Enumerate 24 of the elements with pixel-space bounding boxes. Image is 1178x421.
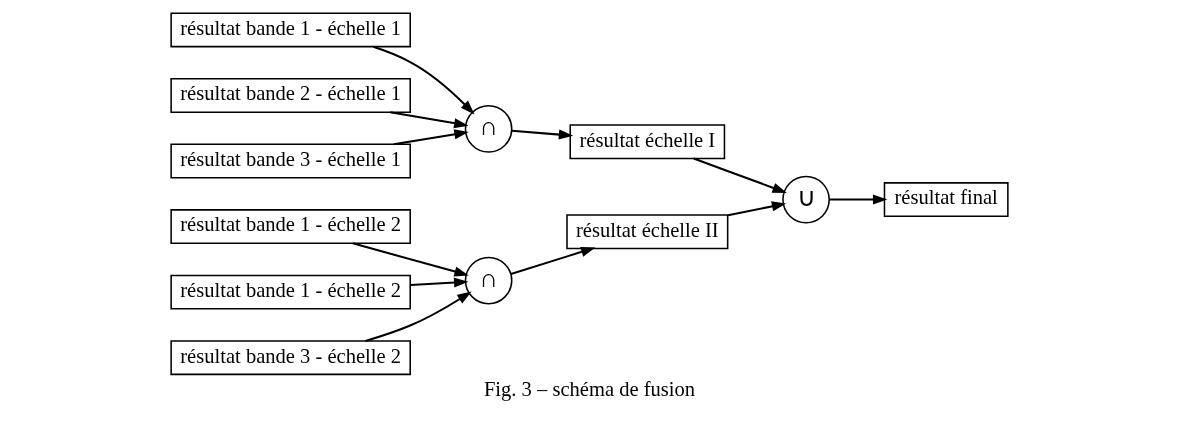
node-circle: ∩ (464, 105, 512, 153)
arrow (389, 111, 468, 129)
arrow (351, 242, 469, 277)
node-circle: ∪ (781, 175, 830, 224)
caption: Fig. 3 – schéma de fusion (483, 377, 695, 400)
node-box: résultat bande 1 - échelle 2 (169, 274, 411, 310)
arrow (410, 277, 468, 288)
node-circle: ∩ (464, 256, 512, 305)
node-box: résultat final (883, 182, 1009, 218)
arrow (828, 194, 887, 205)
node-box: résultat bande 1 - échelle 1 (169, 12, 411, 48)
arrow (372, 45, 475, 115)
arrow (510, 247, 595, 275)
arrow (511, 129, 573, 140)
node-box: résultat bande 3 - échelle 1 (169, 143, 411, 179)
node-box: résultat échelle I (568, 124, 725, 160)
node-box: résultat bande 1 - échelle 2 (169, 209, 411, 245)
arrow (692, 157, 787, 193)
arrow (393, 129, 469, 146)
node-box: résultat bande 3 - échelle 2 (169, 340, 411, 376)
node-box: résultat échelle II (565, 214, 728, 250)
arrow (727, 201, 786, 217)
arrow (364, 291, 472, 342)
node-box: résultat bande 2 - échelle 1 (169, 78, 411, 113)
